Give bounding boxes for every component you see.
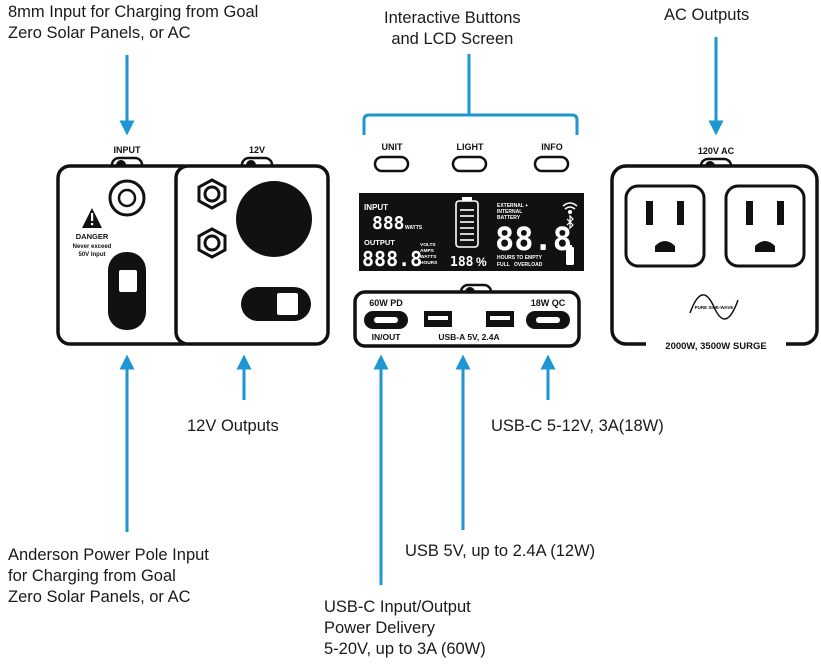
lcd-external-2: INTERNAL — [497, 209, 522, 215]
lcd-output-digits: 888.8 — [362, 247, 422, 271]
port-18w-label: 18W QC — [531, 298, 566, 308]
ac-panel: 120V AC PURE SINE-WAVE 2000W, 3500W SURG… — [610, 146, 819, 352]
lcd-input-label: INPUT — [364, 203, 388, 212]
lcd-volts-label: VOLTS — [420, 242, 436, 248]
callout-12v-outputs: 12V Outputs — [187, 417, 279, 435]
callout-usb-a: USB 5V, up to 2.4A (12W) — [405, 542, 596, 560]
lcd-percent-sign: % — [476, 255, 487, 269]
unit-button[interactable] — [373, 155, 410, 173]
in-out-label: IN/OUT — [372, 332, 402, 342]
lcd-input-digits: 888 — [372, 213, 405, 234]
bluetooth-icon — [566, 214, 574, 230]
buttons-bracket — [362, 54, 579, 135]
lcd-hours-to-empty: HOURS TO EMPTY — [497, 255, 543, 261]
info-label: INFO — [541, 142, 563, 152]
small-battery-icon — [566, 245, 574, 265]
lcd-screen — [359, 193, 584, 271]
lcd-external-3: BATTERY — [497, 215, 521, 221]
pure-sine-label: PURE SINE-WAVE — [695, 305, 734, 310]
callout-ac-outputs: AC Outputs — [664, 6, 750, 24]
lcd-overload: OVERLOAD — [514, 262, 543, 268]
usb-a-label: USB-A 5V, 2.4A — [438, 332, 499, 342]
wifi-icon — [562, 202, 578, 215]
lcd-watts-label: WATTS — [405, 225, 423, 231]
info-button[interactable] — [533, 155, 570, 173]
lcd-external-1: EXTERNAL + — [497, 203, 528, 209]
battery-icon — [455, 197, 479, 248]
danger-line1: Never exceed — [73, 244, 112, 250]
12v-post-top[interactable] — [197, 178, 227, 210]
lcd-amps-label: AMPS — [420, 248, 435, 254]
callout-usbc-pd: USB-C Input/Output Power Delivery 5-20V,… — [324, 598, 486, 658]
surge-label: 2000W, 3500W SURGE — [665, 341, 766, 352]
callout-arrows — [119, 37, 724, 585]
12v-car-socket[interactable] — [236, 181, 312, 257]
lcd-hours-label: HOURS — [420, 260, 438, 266]
unit-label: UNIT — [382, 142, 403, 152]
ac-outlet-left[interactable] — [624, 184, 706, 268]
callout-8mm-input: 8mm Input for Charging from Goal Zero So… — [8, 3, 259, 42]
ac-label: 120V AC — [698, 146, 735, 156]
lcd-big-digits: 88.8 — [495, 220, 572, 258]
12v-output-port[interactable] — [241, 287, 311, 321]
callout-usbc-18w: USB-C 5-12V, 3A(18W) — [491, 417, 664, 435]
lcd-percent-digits: 188 — [450, 255, 474, 270]
danger-triangle-icon — [82, 208, 102, 228]
lcd-output-label: OUTPUT — [364, 238, 395, 247]
callout-anderson: Anderson Power Pole Input for Charging f… — [8, 546, 209, 606]
sine-wave-icon — [689, 294, 739, 320]
center-panel: UNIT LIGHT INFO INPUT 888 WATTS OUTPUT 8… — [353, 142, 584, 348]
twelve-v-label: 12V — [249, 145, 265, 155]
input-panel-label: INPUT — [114, 145, 142, 155]
danger-title: DANGER — [76, 232, 109, 241]
danger-line2: 50V Input — [78, 252, 105, 258]
callout-buttons-lcd: Interactive Buttons and LCD Screen — [384, 9, 521, 48]
input-panel: INPUT DANGER Never exceed 50V Input — [56, 145, 198, 346]
light-button[interactable] — [451, 155, 488, 173]
light-label: LIGHT — [457, 142, 484, 152]
12v-post-bottom[interactable] — [197, 227, 227, 259]
lcd-watts2-label: WATTS — [420, 254, 437, 260]
port-60w-label: 60W PD — [369, 298, 403, 308]
ac-outlet-right[interactable] — [724, 184, 806, 268]
lcd-full: FULL — [497, 262, 510, 268]
twelve-v-panel: 12V — [174, 145, 330, 346]
